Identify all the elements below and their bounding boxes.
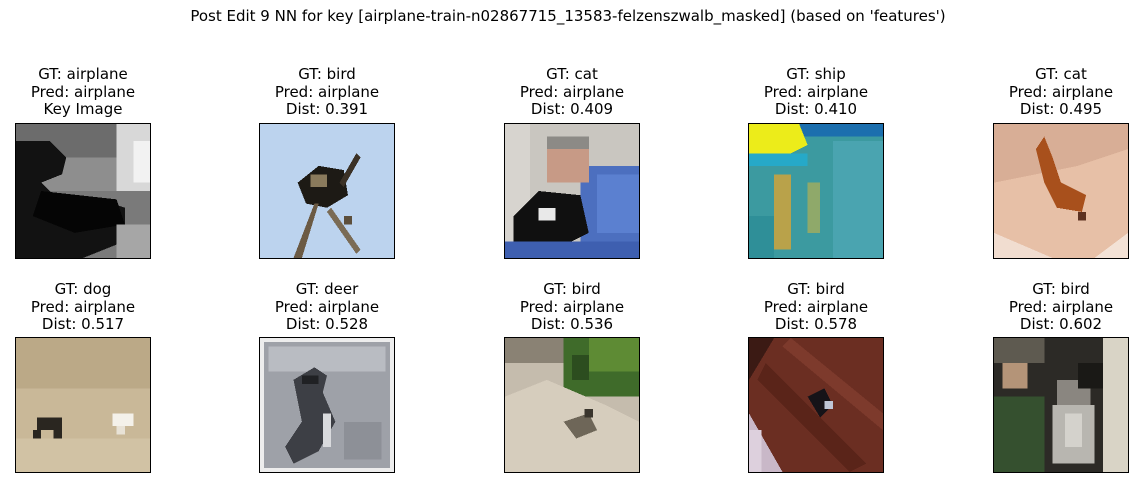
neighbor-image xyxy=(504,337,640,473)
neighbor-image xyxy=(259,337,395,473)
panel-extra-label: Dist: 0.391 xyxy=(285,100,369,118)
neighbor-image xyxy=(259,123,395,259)
panel-pred-label: Pred: airplane xyxy=(274,82,380,101)
panel-gt-label: GT: cat xyxy=(546,65,598,83)
panel-pred-label: Pred: airplane xyxy=(1008,82,1114,101)
panel-gt-label: GT: airplane xyxy=(38,65,128,83)
panel-gt-label: GT: bird xyxy=(298,65,356,83)
neighbor-image xyxy=(504,123,640,259)
panel-extra-label: Dist: 0.602 xyxy=(1019,315,1103,333)
panel-pred-label: Pred: airplane xyxy=(1008,297,1114,316)
panel-pred-label: Pred: airplane xyxy=(519,82,625,101)
key-image xyxy=(15,123,151,259)
panel-extra-label: Dist: 0.517 xyxy=(41,315,125,333)
panel-pred-label: Pred: airplane xyxy=(30,297,136,316)
panel-extra-label: Dist: 0.528 xyxy=(285,315,369,333)
panel-extra-label: Dist: 0.495 xyxy=(1019,100,1103,118)
neighbor-image xyxy=(748,337,884,473)
panel-extra-label: Dist: 0.578 xyxy=(774,315,858,333)
panel-extra-label: Dist: 0.410 xyxy=(774,100,858,118)
panel-pred-label: Pred: airplane xyxy=(519,297,625,316)
panel-extra-label: Key Image xyxy=(43,100,123,118)
panel-pred-label: Pred: airplane xyxy=(30,82,136,101)
panel-gt-label: GT: cat xyxy=(1035,65,1087,83)
panel-gt-label: GT: bird xyxy=(1032,280,1090,298)
panel-pred-label: Pred: airplane xyxy=(763,82,869,101)
panel-pred-label: Pred: airplane xyxy=(763,297,869,316)
panel-gt-label: GT: dog xyxy=(54,280,112,298)
panel-gt-label: GT: bird xyxy=(787,280,845,298)
neighbor-image xyxy=(15,337,151,473)
panel-extra-label: Dist: 0.409 xyxy=(530,100,614,118)
figure-title: Post Edit 9 NN for key [airplane-train-n… xyxy=(190,7,946,25)
neighbor-image xyxy=(993,337,1129,473)
panel-pred-label: Pred: airplane xyxy=(274,297,380,316)
neighbor-image xyxy=(993,123,1129,259)
panel-gt-label: GT: ship xyxy=(786,65,846,83)
panel-gt-label: GT: deer xyxy=(295,280,359,298)
panel-extra-label: Dist: 0.536 xyxy=(530,315,614,333)
neighbor-image xyxy=(748,123,884,259)
panel-gt-label: GT: bird xyxy=(543,280,601,298)
